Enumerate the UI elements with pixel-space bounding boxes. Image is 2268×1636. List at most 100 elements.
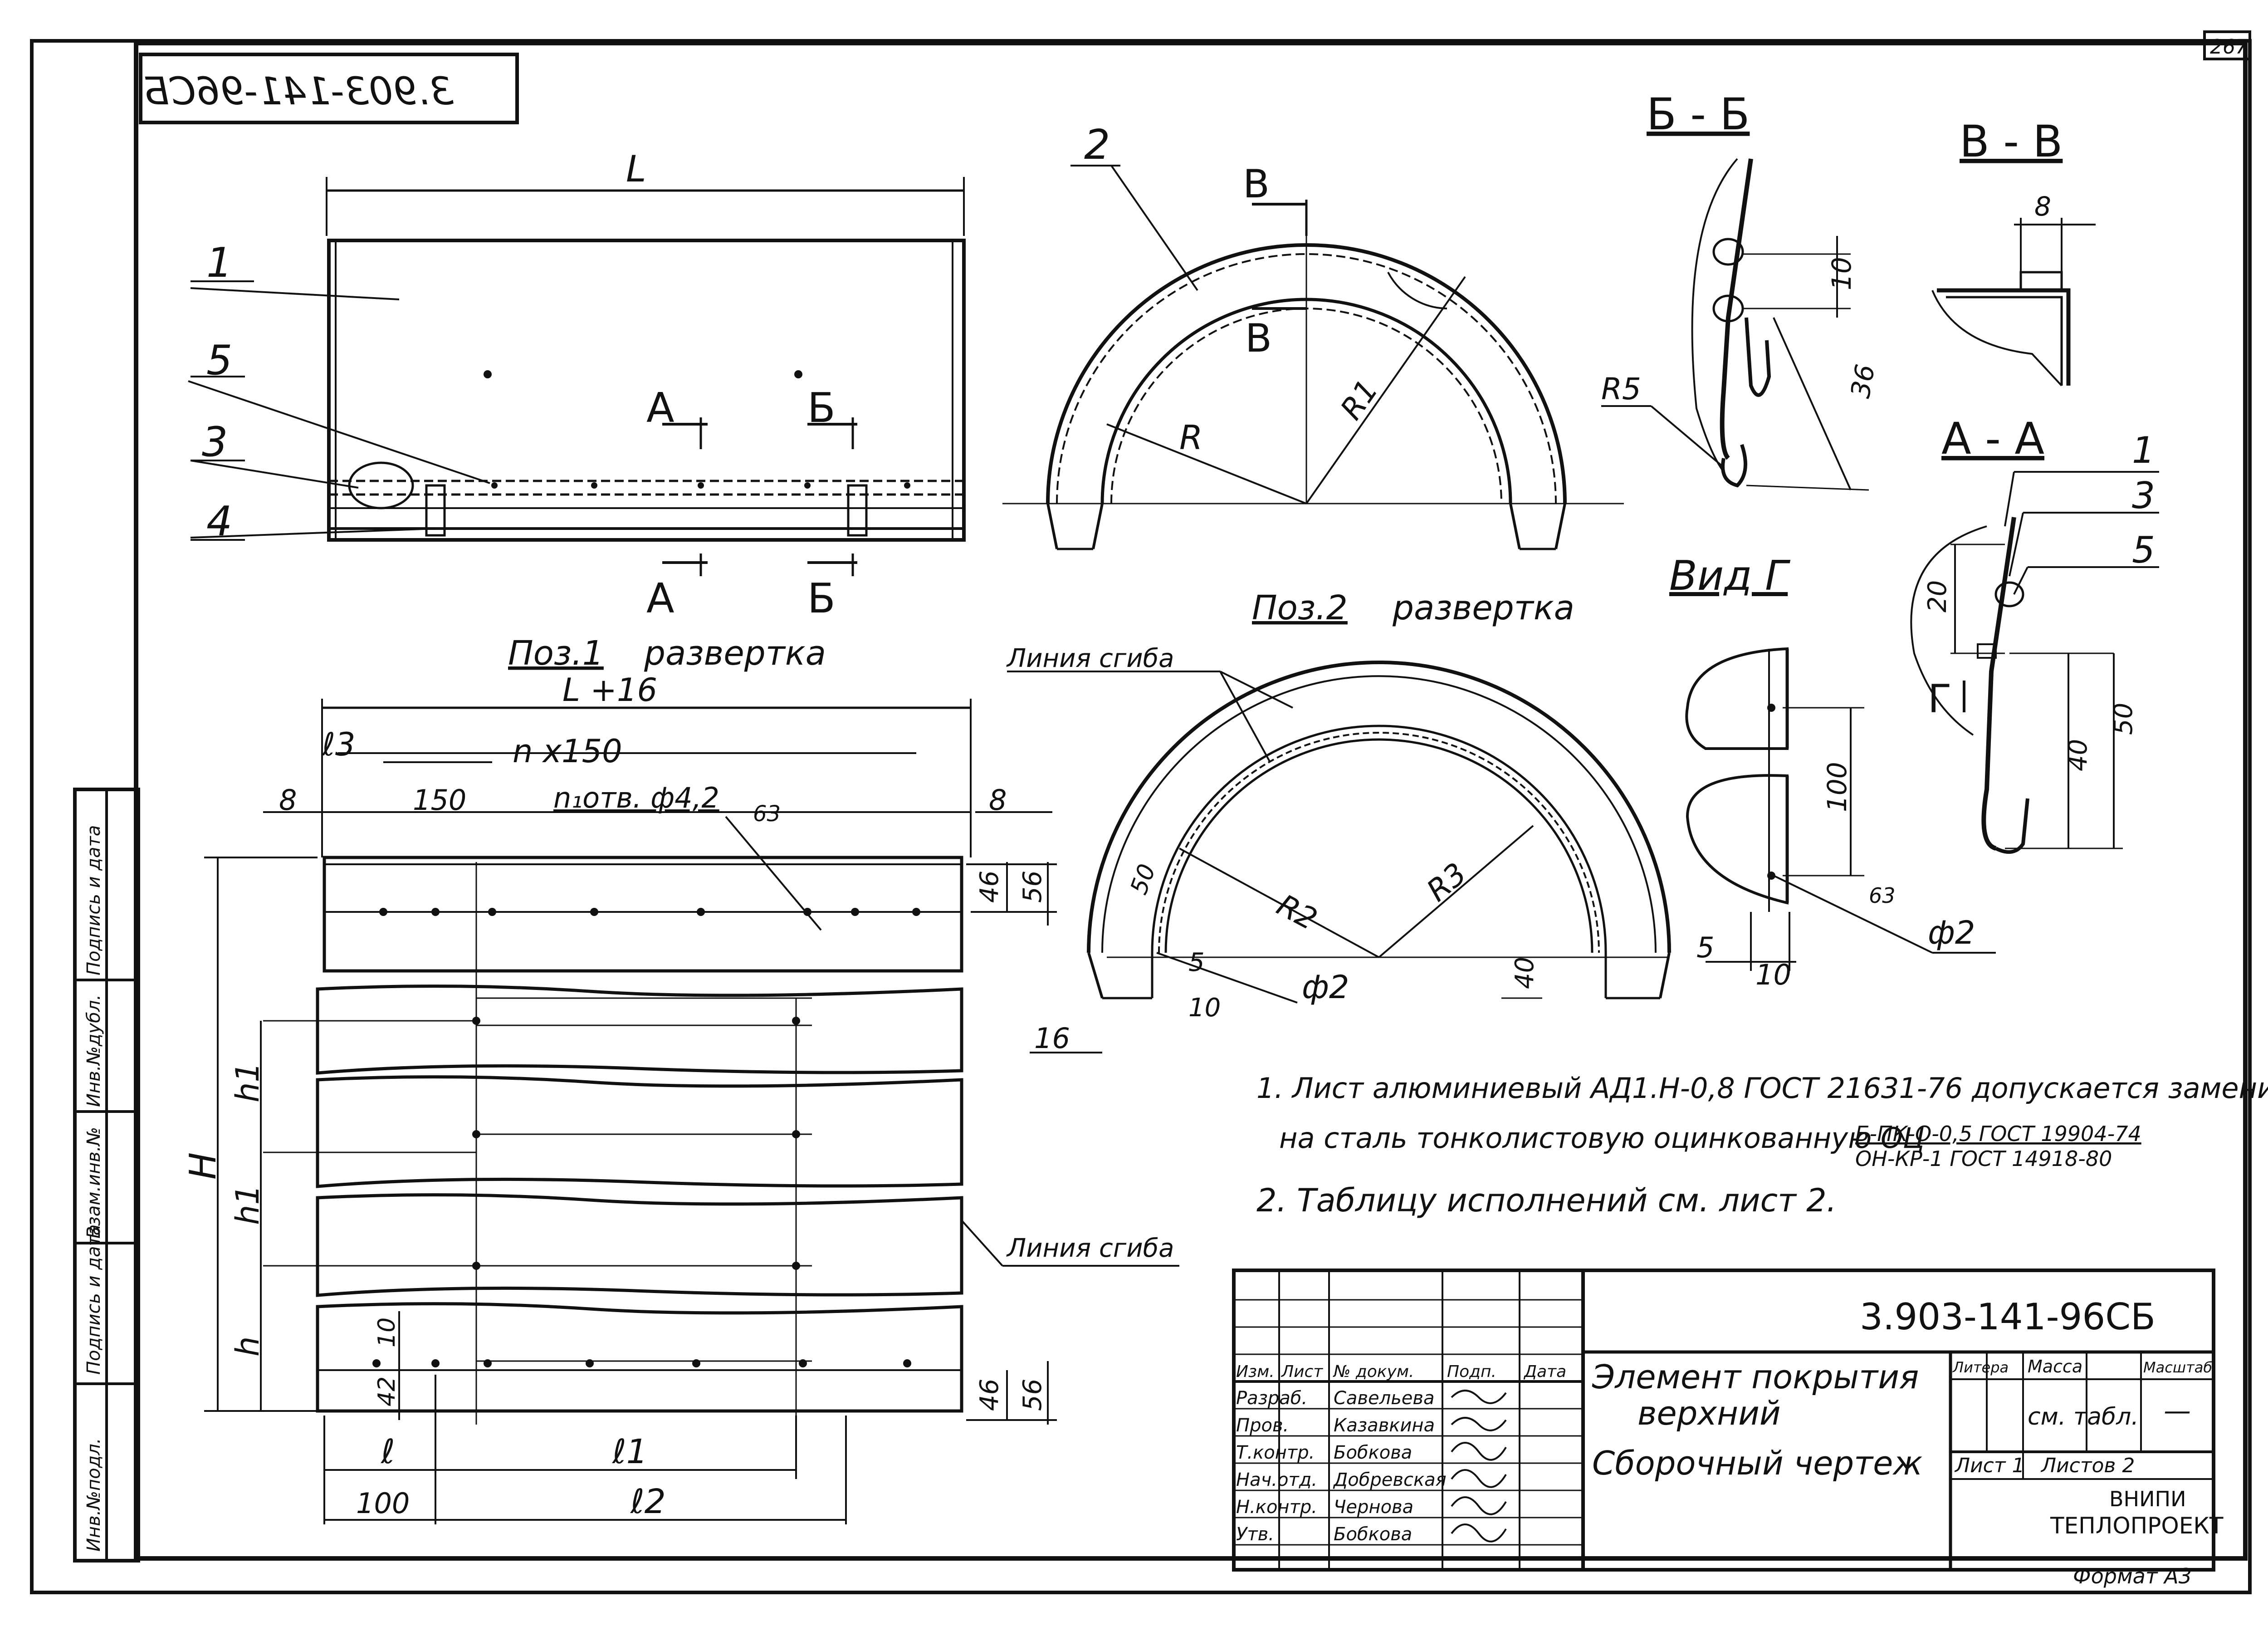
- tb-title-2: верхний: [1637, 1394, 1781, 1432]
- section-mark-B-top: Б: [807, 384, 836, 432]
- dim-56-bottom: 56: [1018, 1379, 1047, 1411]
- title-block: Изм. Лист № докум. Подп. Дата Разраб. Са…: [1232, 1269, 2224, 1572]
- section-VV-title: В - В: [1960, 116, 2063, 167]
- pos2-unfold-word: развертка: [1392, 588, 1574, 627]
- bend-line-label-2: Линия сгиба: [1006, 644, 1174, 673]
- view-G: Вид Г 100 5 10 63 ф2: [1669, 552, 1996, 991]
- dim-46-bottom: 46: [975, 1379, 1004, 1411]
- phi2-unfold: ф2: [1302, 969, 1349, 1006]
- section-mark-A-bottom: А: [646, 575, 675, 622]
- tb-col-date: Дата: [1523, 1362, 1566, 1381]
- section-BB-title: Б - Б: [1647, 89, 1750, 140]
- tb-role-4: Нач.отд.: [1236, 1469, 1317, 1490]
- dim-nx150: n x150: [513, 733, 622, 770]
- dim-H: H: [182, 1152, 224, 1180]
- tb-role-3: Т.контр.: [1236, 1442, 1315, 1463]
- pos2-unfolded-view: Линия сгиба R2 R3 50 5 10 16 40 ф2: [1006, 644, 1671, 1055]
- dim-8-right: 8: [989, 784, 1007, 817]
- dim-100: 100: [356, 1487, 410, 1520]
- radius-R1: R1: [1334, 373, 1385, 426]
- inner-frame: [134, 41, 2248, 1561]
- tb-massa-value: см. табл.: [2028, 1403, 2139, 1430]
- holes-label: n₁отв. ф4,2: [553, 781, 719, 814]
- bb-dim-36: 36: [1845, 362, 1881, 400]
- stamp-label-2: Подпись и дата: [83, 1225, 104, 1375]
- dim-h: h: [229, 1337, 266, 1357]
- pos2-unfold-caption: Поз.2: [1252, 588, 1348, 627]
- tb-masshtab: Масштаб: [2143, 1359, 2212, 1376]
- tb-name-6: Бобкова: [1334, 1524, 1412, 1545]
- tb-name-4: Добревская: [1333, 1469, 1447, 1490]
- dim-10-left: 10: [373, 1318, 401, 1347]
- tb-org-2: ТЕПЛОПРОЕКТ: [2050, 1513, 2224, 1539]
- dim-h1-bottom: h1: [229, 1185, 266, 1225]
- tb-sheets: Листов 2: [2040, 1454, 2135, 1477]
- dim-50: 50: [1125, 861, 1161, 898]
- g-dim-5: 5: [1696, 931, 1714, 964]
- bb-dim-10: 10: [1826, 257, 1857, 290]
- g-dim-10: 10: [1755, 958, 1791, 991]
- section-mark-V-outer: В: [1243, 162, 1270, 207]
- tb-title-3: Сборочный чертеж: [1592, 1444, 1922, 1482]
- tb-doc-code: 3.903-141-96СБ: [1860, 1296, 2156, 1338]
- section-VV: В - В 8: [1931, 116, 2096, 387]
- section-mark-A-top: А: [646, 384, 675, 432]
- dim-l3: ℓ3: [322, 726, 355, 763]
- stamp-label-3: Взам.инв.№: [83, 1127, 104, 1239]
- aa-callout-3: 3: [2132, 475, 2155, 517]
- dim-L: L: [626, 148, 646, 190]
- dim-l2: ℓ2: [630, 1482, 666, 1521]
- stamp-label-4: Инв.№дубл.: [83, 994, 104, 1107]
- note-frac-top: Б-ПК-О-0,5 ГОСТ 19904-74: [1855, 1122, 2141, 1146]
- aa-callout-5: 5: [2132, 529, 2155, 571]
- roughness-63: 63: [753, 801, 781, 827]
- tb-org-1: ВНИПИ: [2109, 1487, 2186, 1511]
- stamp-label-1: Инв.№подл.: [83, 1438, 104, 1552]
- tb-name-2: Казавкина: [1334, 1415, 1435, 1436]
- doc-code-mirrored: 3.903-141-96СБ: [143, 69, 454, 113]
- pos2-arch-view: 2 R R1 В В: [1002, 121, 1624, 550]
- sheet-number-box: [2203, 30, 2251, 60]
- note-1-line-2: на сталь тонколистовую оцинкованную ОЦ: [1279, 1122, 1925, 1155]
- dim-10-unfold: 10: [1188, 993, 1221, 1023]
- notes: 1. Лист алюминиевый АД1.Н-0,8 ГОСТ 21631…: [1256, 1072, 2268, 1219]
- tb-name-3: Бобкова: [1334, 1442, 1412, 1463]
- tb-col-podp: Подп.: [1447, 1362, 1496, 1381]
- callout-3: 3: [202, 418, 228, 466]
- callout-4: 4: [206, 498, 232, 545]
- tb-col-doc: № докум.: [1333, 1362, 1414, 1381]
- tb-role-1: Разраб.: [1236, 1388, 1307, 1409]
- tb-litera: Литера: [1952, 1359, 2009, 1376]
- radius-R: R: [1179, 418, 1202, 457]
- side-stamp: Инв.№подл. Подпись и дата Взам.инв.№ Инв…: [73, 788, 140, 1563]
- tb-massa: Масса: [2028, 1357, 2082, 1376]
- g-dim-100: 100: [1822, 762, 1853, 812]
- dim-150: 150: [413, 784, 466, 817]
- dim-46-top: 46: [975, 871, 1004, 903]
- stamp-label-5: Подпись и дата: [83, 825, 104, 975]
- dim-16: 16: [1034, 1022, 1070, 1055]
- panel-front-view: L А А Б Б 1 5 3 4: [188, 148, 966, 622]
- tb-role-5: Н.контр.: [1236, 1497, 1317, 1518]
- vv-dim-8: 8: [2034, 191, 2051, 222]
- g-roughness-63: 63: [1869, 883, 1896, 908]
- dim-56-top: 56: [1018, 871, 1047, 903]
- dim-42: 42: [373, 1376, 401, 1406]
- callout-1: 1: [206, 239, 232, 287]
- view-G-title: Вид Г: [1669, 552, 1791, 600]
- section-BB: Б - Б 10 36 R5: [1601, 89, 1881, 491]
- sheet-number: 267: [2210, 35, 2248, 59]
- section-mark-B-bottom: Б: [807, 575, 836, 622]
- dim-l1: ℓ1: [611, 1432, 648, 1471]
- tb-name-1: Савельева: [1334, 1388, 1434, 1409]
- radius-R2: R2: [1271, 887, 1323, 937]
- tb-masshtab-value: —: [2164, 1395, 2191, 1427]
- bb-R5: R5: [1601, 372, 1641, 407]
- dim-h1-top: h1: [229, 1062, 266, 1102]
- tb-name-5: Чернова: [1334, 1497, 1413, 1518]
- tb-sheet: Лист 1: [1954, 1454, 2024, 1477]
- aa-dim-20: 20: [1923, 580, 1952, 612]
- section-mark-V-inner: В: [1245, 316, 1272, 361]
- aa-callout-1: 1: [2132, 429, 2155, 471]
